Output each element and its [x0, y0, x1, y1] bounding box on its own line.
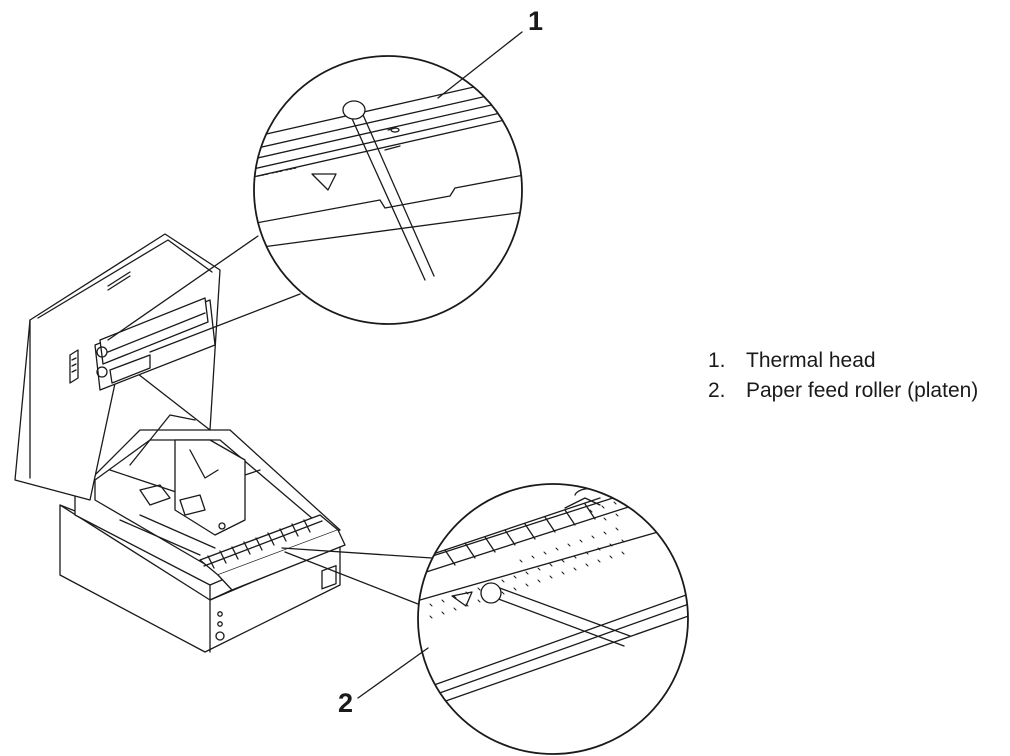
zoom-leader-lines — [107, 235, 433, 605]
printer-body — [14, 233, 346, 653]
detail-circle-platen — [417, 483, 689, 755]
legend-item-thermal-head: 1. Thermal head — [708, 346, 978, 376]
callout-1-pointer — [437, 31, 523, 99]
platen-roller — [199, 514, 346, 591]
detail-circle-thermal-head — [253, 55, 523, 325]
printer-cover-open — [14, 233, 221, 501]
legend-number: 1. — [708, 349, 726, 372]
legend-label: Thermal head — [746, 349, 876, 372]
callout-number-2: 2 — [338, 688, 354, 718]
legend-label: Paper feed roller (platen) — [746, 379, 979, 402]
callout-2-pointer — [357, 647, 429, 699]
callout-number-1: 1 — [528, 6, 544, 36]
cotton-swab-1 — [342, 100, 435, 281]
legend-item-platen: 2. Paper feed roller (platen) — [708, 376, 978, 406]
legend-number: 2. — [708, 379, 726, 402]
cotton-swab-2 — [480, 582, 631, 647]
legend-list: 1. Thermal head 2. Paper feed roller (pl… — [708, 346, 978, 406]
